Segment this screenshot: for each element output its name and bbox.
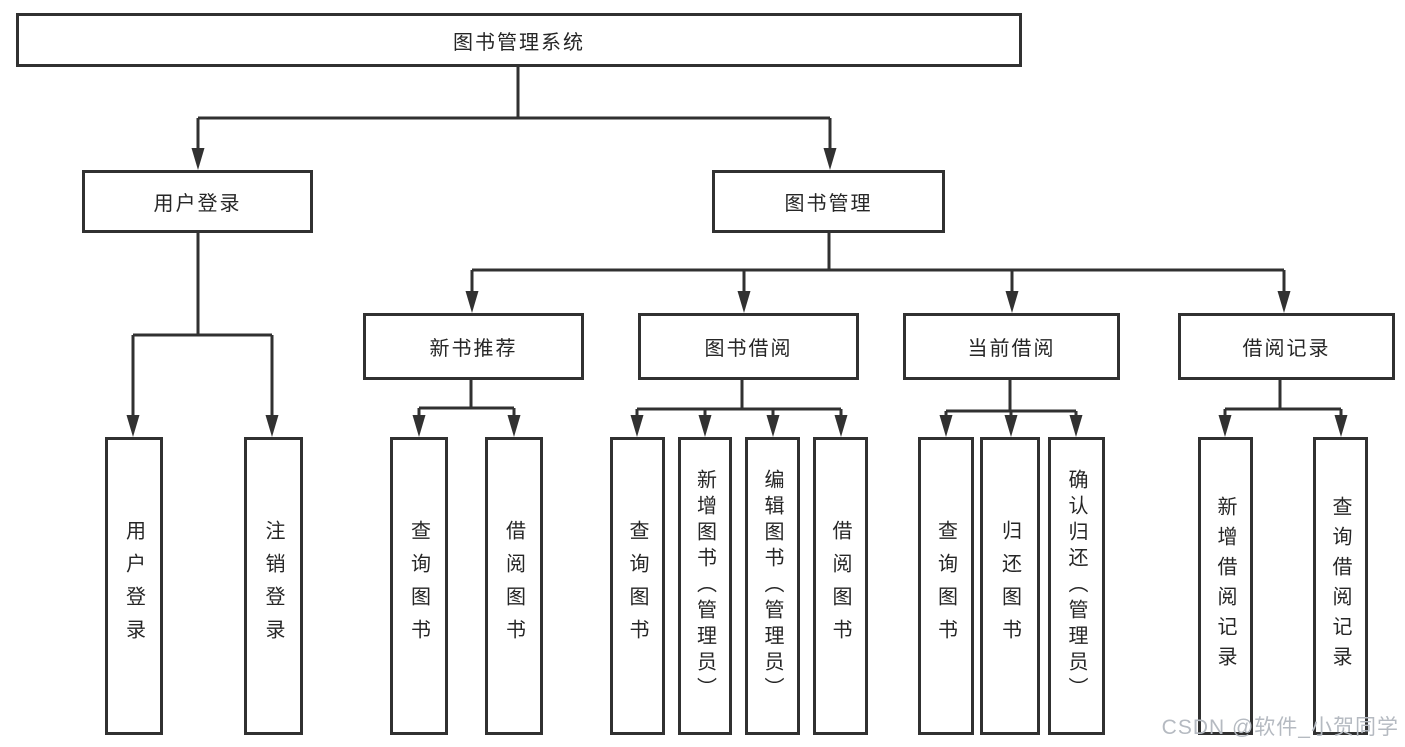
section-box-new-book-recommend: 新书推荐 (363, 313, 584, 380)
root-box-library-system: 图书管理系统 (16, 13, 1022, 67)
arrowhead (1334, 415, 1348, 437)
leaf-box-confirm-return-admin: 确认归还（管理员） (1048, 437, 1105, 735)
leaf-add-book-admin-label: 新增图书（管理员） (693, 469, 716, 703)
leaf-box-borrow-query: 查询图书 (610, 437, 665, 735)
arrowhead (1218, 415, 1232, 437)
section-box-book-borrow: 图书借阅 (638, 313, 859, 380)
section-borrow-record-label: 借阅记录 (1242, 338, 1331, 360)
arrowhead (412, 415, 426, 437)
branch-user-login-label: 用户登录 (153, 193, 242, 215)
leaf-add-borrow-record-label: 新增借阅记录 (1214, 496, 1236, 676)
leaf-box-return-book: 归还图书 (980, 437, 1040, 735)
connector-book-mgmt-to-sections (465, 233, 1291, 313)
connector-current-borrow-to-leaves (939, 380, 1083, 437)
leaf-return-book-label: 归还图书 (998, 520, 1021, 652)
section-current-borrow-label: 当前借阅 (967, 338, 1056, 360)
leaf-confirm-return-admin-label: 确认归还（管理员） (1065, 469, 1087, 703)
section-new-book-recommend-label: 新书推荐 (429, 338, 518, 360)
arrowhead (191, 148, 205, 170)
arrowhead (1005, 291, 1019, 313)
leaf-newbook-borrow-label: 借阅图书 (502, 520, 525, 652)
leaf-box-add-borrow-record: 新增借阅记录 (1198, 437, 1253, 735)
arrowhead (1069, 415, 1083, 437)
arrowhead (939, 415, 953, 437)
leaf-logout-label: 注销登录 (262, 520, 284, 652)
leaf-box-user-login: 用户登录 (105, 437, 163, 735)
leaf-box-logout: 注销登录 (244, 437, 303, 735)
arrowhead (507, 415, 521, 437)
arrowhead (698, 415, 712, 437)
connector-borrow-record-to-leaves (1218, 380, 1348, 437)
branch-book-management-label: 图书管理 (784, 193, 873, 215)
arrowhead (766, 415, 780, 437)
leaf-box-current-query: 查询图书 (918, 437, 974, 735)
section-book-borrow-label: 图书借阅 (704, 338, 793, 360)
root-label: 图书管理系统 (453, 31, 585, 54)
leaf-newbook-query-label: 查询图书 (407, 520, 430, 652)
branch-box-book-management: 图书管理 (712, 170, 945, 233)
connector-user-login-to-leaves (126, 233, 279, 437)
section-box-borrow-record: 借阅记录 (1178, 313, 1395, 380)
branch-box-user-login: 用户登录 (82, 170, 313, 233)
arrowhead (465, 291, 479, 313)
leaf-query-borrow-record-label: 查询借阅记录 (1329, 496, 1351, 676)
section-box-current-borrow: 当前借阅 (903, 313, 1120, 380)
leaf-box-add-book-admin: 新增图书（管理员） (678, 437, 732, 735)
connector-root-to-branches (191, 67, 837, 170)
connector-new-book-to-leaves (412, 380, 521, 437)
leaf-box-newbook-borrow: 借阅图书 (485, 437, 543, 735)
leaf-borrow-query-label: 查询图书 (626, 520, 648, 652)
leaf-box-query-borrow-record: 查询借阅记录 (1313, 437, 1368, 735)
leaf-current-query-label: 查询图书 (934, 520, 957, 652)
leaf-borrow-book-label: 借阅图书 (829, 520, 851, 652)
arrowhead (737, 291, 751, 313)
arrowhead (126, 415, 140, 437)
arrowhead (823, 148, 837, 170)
leaf-box-edit-book-admin: 编辑图书（管理员） (745, 437, 800, 735)
connector-book-borrow-to-leaves (630, 380, 848, 437)
arrowhead (834, 415, 848, 437)
arrowhead (1004, 415, 1018, 437)
leaf-box-newbook-query: 查询图书 (390, 437, 448, 735)
arrowhead (1277, 291, 1291, 313)
csdn-watermark: CSDN @软件_小贺同学 (1161, 716, 1399, 739)
leaf-edit-book-admin-label: 编辑图书（管理员） (761, 469, 783, 703)
leaf-user-login-label: 用户登录 (122, 520, 145, 652)
leaf-box-borrow-book: 借阅图书 (813, 437, 868, 735)
arrowhead (265, 415, 279, 437)
arrowhead (630, 415, 644, 437)
